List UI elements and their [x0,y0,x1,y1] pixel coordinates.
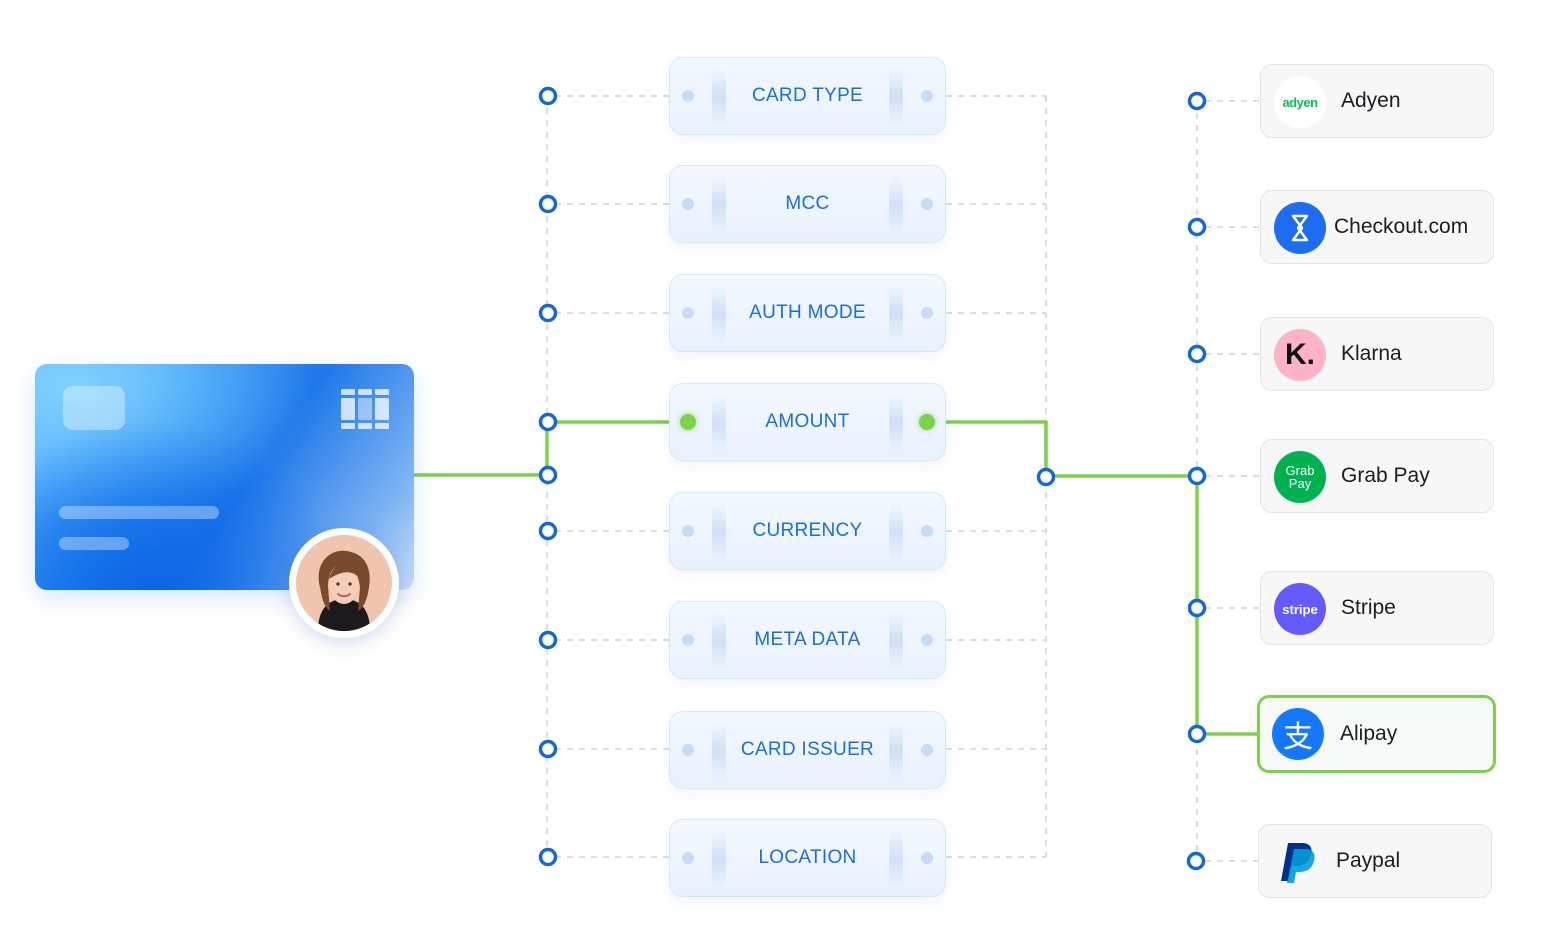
chip-right-port-icon [921,198,933,210]
filter-node-icon [538,847,558,867]
provider-name: Paypal [1336,849,1401,872]
provider-name: Stripe [1341,596,1396,619]
filter-chip-label: CARD TYPE [751,85,864,106]
card-junction-node-icon [538,465,558,485]
filter-chip-label: MCC [785,193,830,214]
chip-right-port-icon [921,852,933,864]
provider-name: Alipay [1340,722,1398,745]
provider-card-paypal[interactable]: Paypal [1258,824,1492,898]
card-chip-icon [341,389,389,429]
alipay-logo-icon: 支 [1272,708,1324,760]
provider-card-alipay[interactable]: 支 Alipay [1257,695,1496,773]
filter-node-icon [538,412,558,432]
chip-left-port-icon [682,852,694,864]
filter-chip-amount[interactable]: AMOUNT [669,383,946,461]
filter-chip-label: CURRENCY [752,520,863,541]
chip-right-port-icon [921,525,933,537]
chip-left-port-icon [682,198,694,210]
provider-name: Adyen [1341,89,1401,112]
filter-node-icon [538,303,558,323]
adyen-logo-icon: adyen [1274,76,1326,128]
provider-node-icon [1187,344,1207,364]
provider-node-icon [1187,91,1207,111]
filter-chip-label: AMOUNT [765,411,850,432]
filter-chip-label: CARD ISSUER [740,739,875,760]
chip-left-port-icon [682,525,694,537]
checkout-logo-icon [1274,202,1326,254]
filter-chip-label: AUTH MODE [749,302,866,323]
provider-node-icon [1187,466,1207,486]
filter-node-icon [538,630,558,650]
chip-right-port-icon [919,414,935,430]
chip-left-port-icon [682,744,694,756]
filter-node-icon [538,521,558,541]
card-name-placeholder [59,537,129,550]
chip-left-port-icon [682,307,694,319]
filter-chip-label: LOCATION [758,847,857,868]
stripe-logo-icon: stripe [1274,583,1326,635]
card-emblem [63,386,125,430]
provider-node-icon [1187,598,1207,618]
filter-chip-mcc[interactable]: MCC [669,165,946,243]
provider-name: Klarna [1341,342,1402,365]
chip-right-port-icon [921,307,933,319]
provider-name: Grab Pay [1341,464,1430,487]
avatar-portrait [296,535,392,631]
card-number-placeholder [59,506,219,519]
provider-name: Checkout.com [1334,215,1469,238]
klarna-logo-icon: K. [1274,329,1326,381]
provider-node-icon [1187,724,1207,744]
filter-node-icon [538,194,558,214]
paypal-logo-icon [1272,836,1324,888]
alipay-logo-text: 支 [1283,720,1313,755]
chip-left-port-icon [682,634,694,646]
chip-left-port-icon [680,414,696,430]
provider-node-icon [1186,851,1206,871]
filter-chip-card-issuer[interactable]: CARD ISSUER [669,711,946,789]
filter-chip-location[interactable]: LOCATION [669,819,946,897]
provider-card-klarna[interactable]: K. Klarna [1260,317,1494,391]
route-card-to-amount [414,420,669,477]
chip-right-port-icon [921,90,933,102]
filter-chip-auth-mode[interactable]: AUTH MODE [669,274,946,352]
provider-node-icon [1187,217,1207,237]
chip-right-port-icon [921,634,933,646]
filter-chip-meta-data[interactable]: META DATA [669,601,946,679]
stripe-logo-text: stripe [1282,601,1318,617]
klarna-logo-text: K. [1285,338,1315,371]
provider-card-stripe[interactable]: stripe Stripe [1260,571,1494,645]
chip-right-port-icon [921,744,933,756]
adyen-logo-text: adyen [1282,94,1318,110]
filter-chip-card-type[interactable]: CARD TYPE [669,57,946,135]
avatar [289,528,399,638]
chip-left-port-icon [682,90,694,102]
provider-card-checkout[interactable]: Checkout.com [1260,190,1494,264]
filter-chip-label: META DATA [754,629,861,650]
filter-node-icon [538,739,558,759]
provider-card-adyen[interactable]: adyen Adyen [1260,64,1494,138]
filter-junction-node-icon [1036,467,1056,487]
filter-chip-currency[interactable]: CURRENCY [669,492,946,570]
filter-node-icon [538,86,558,106]
route-amount-to-alipay [946,420,1257,736]
